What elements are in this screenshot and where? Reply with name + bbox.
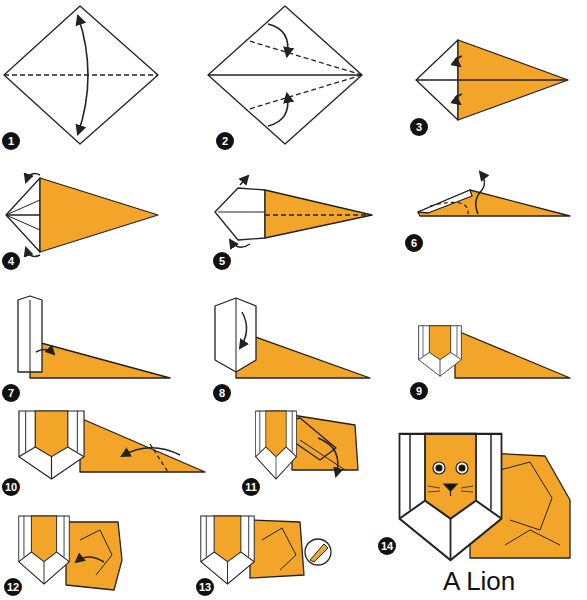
step-number: 12 — [4, 578, 22, 596]
step-number: 14 — [378, 537, 396, 555]
step-number: 11 — [242, 478, 260, 496]
step-number: 1 — [2, 132, 20, 150]
step-number: 8 — [213, 384, 231, 402]
step-number: 6 — [405, 234, 423, 252]
caption: A Lion — [443, 566, 515, 596]
step-number: 13 — [196, 578, 214, 596]
step-number: 5 — [213, 252, 231, 270]
step-number: 10 — [2, 478, 20, 496]
step-number: 2 — [216, 132, 234, 150]
step-number: 9 — [410, 382, 428, 400]
step-number: 3 — [410, 118, 428, 136]
step-number: 4 — [2, 252, 20, 270]
step-number: 7 — [2, 384, 20, 402]
